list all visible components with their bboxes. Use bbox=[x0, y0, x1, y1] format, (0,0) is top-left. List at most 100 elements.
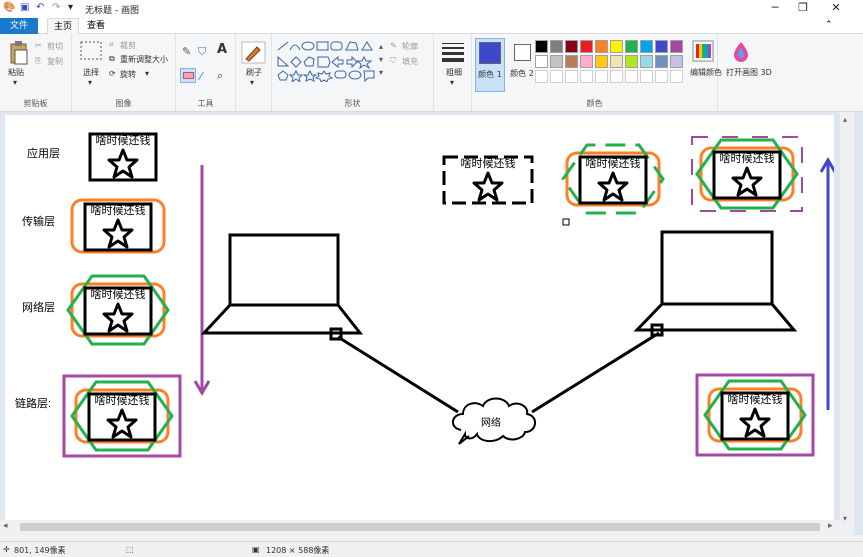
custom-swatch[interactable] bbox=[595, 70, 608, 83]
palette-swatch[interactable] bbox=[580, 55, 593, 68]
fill-icon[interactable]: ⛉ bbox=[390, 56, 396, 65]
scroll-right-icon[interactable]: ▸ bbox=[828, 521, 833, 531]
canvas-size-icon: ▣ bbox=[252, 545, 260, 554]
select-icon[interactable] bbox=[80, 41, 102, 61]
resize-handle[interactable] bbox=[562, 218, 570, 226]
paste-dropdown-icon[interactable]: ▾ bbox=[13, 78, 18, 87]
palette-swatch[interactable] bbox=[640, 40, 653, 53]
outline-icon[interactable]: ✎ bbox=[390, 41, 397, 50]
resize-button[interactable]: 重新调整大小 bbox=[120, 55, 168, 64]
shapes-expand-icon[interactable]: ▾ bbox=[379, 68, 384, 77]
palette-swatch[interactable] bbox=[595, 40, 608, 53]
drawing-svg: 应用层 传输层 网络层 链路层: 啥时候还钱 啥时候还钱 bbox=[15, 132, 837, 458]
cut-button[interactable]: 剪切 bbox=[47, 42, 63, 51]
brushes-dropdown-icon[interactable]: ▾ bbox=[250, 78, 255, 87]
rotate-icon[interactable]: ⟳ bbox=[109, 69, 116, 78]
custom-swatch[interactable] bbox=[640, 70, 653, 83]
undo-icon[interactable]: ↶ bbox=[36, 2, 45, 13]
rotate-dropdown-icon[interactable]: ▾ bbox=[145, 69, 150, 78]
custom-swatch[interactable] bbox=[580, 70, 593, 83]
custom-swatch[interactable] bbox=[550, 70, 563, 83]
palette-swatch[interactable] bbox=[655, 55, 668, 68]
save-icon[interactable]: ▣ bbox=[20, 2, 30, 13]
custom-swatch[interactable] bbox=[535, 70, 548, 83]
select-button[interactable]: 选择 bbox=[83, 68, 99, 77]
custom-swatch[interactable] bbox=[655, 70, 668, 83]
help-icon[interactable]: ⌃ bbox=[825, 20, 833, 30]
drawing-canvas[interactable]: 应用层 传输层 网络层 链路层: 啥时候还钱 啥时候还钱 bbox=[5, 115, 837, 530]
palette-swatch[interactable] bbox=[535, 40, 548, 53]
palette-swatch[interactable] bbox=[565, 40, 578, 53]
palette-swatch[interactable] bbox=[550, 40, 563, 53]
eraser-icon[interactable] bbox=[180, 68, 196, 83]
horizontal-scroll-thumb[interactable] bbox=[20, 523, 820, 531]
copy-button[interactable]: 复制 bbox=[47, 57, 63, 66]
horizontal-scrollbar[interactable]: ◂ ▸ bbox=[0, 520, 840, 535]
resize-icon[interactable]: ⧉ bbox=[109, 54, 115, 63]
color-picker-icon[interactable]: ⁄ bbox=[200, 70, 202, 83]
color2-swatch bbox=[513, 44, 531, 61]
up-arrow-right bbox=[819, 157, 837, 410]
tab-file[interactable]: 文件 bbox=[0, 18, 38, 34]
paste-icon[interactable] bbox=[9, 40, 29, 66]
size-button[interactable]: 粗细 bbox=[446, 68, 462, 77]
palette-swatch[interactable] bbox=[550, 55, 563, 68]
cut-icon[interactable]: ✂ bbox=[35, 41, 42, 50]
palette-swatch[interactable] bbox=[565, 55, 578, 68]
select-dropdown-icon[interactable]: ▾ bbox=[88, 78, 93, 87]
paint3d-button[interactable]: 打开画图 3D bbox=[726, 68, 772, 77]
tab-view[interactable]: 查看 bbox=[86, 21, 105, 31]
magnifier-icon[interactable]: ⌕ bbox=[217, 69, 224, 82]
close-button[interactable]: ✕ bbox=[831, 1, 841, 14]
custom-swatch[interactable] bbox=[565, 70, 578, 83]
custom-swatch[interactable] bbox=[625, 70, 638, 83]
palette-swatch[interactable] bbox=[595, 55, 608, 68]
paste-button[interactable]: 粘贴 bbox=[8, 68, 24, 77]
color1-button[interactable]: 颜色 1 bbox=[475, 38, 505, 92]
vertical-scrollbar[interactable]: ▴ ▾ bbox=[840, 112, 854, 535]
line-size-icon[interactable] bbox=[442, 42, 464, 62]
shapes-gallery-icon[interactable] bbox=[276, 40, 384, 82]
rotate-button[interactable]: 旋转 bbox=[120, 70, 136, 79]
svg-text:啥时候还钱: 啥时候还钱 bbox=[728, 392, 783, 406]
svg-text:啥时候还钱: 啥时候还钱 bbox=[91, 287, 146, 301]
palette-swatch[interactable] bbox=[670, 55, 683, 68]
copy-icon[interactable]: ⎘ bbox=[35, 56, 42, 65]
scroll-left-icon[interactable]: ◂ bbox=[3, 521, 8, 531]
outline-button[interactable]: 轮廓 bbox=[402, 42, 418, 51]
tab-home[interactable]: 主页 bbox=[47, 18, 79, 34]
text-tool-icon[interactable]: A bbox=[217, 42, 228, 57]
brush-icon[interactable] bbox=[241, 41, 266, 64]
minimize-button[interactable]: ─ bbox=[771, 1, 779, 14]
edit-colors-icon[interactable] bbox=[692, 40, 714, 62]
palette-swatch[interactable] bbox=[640, 55, 653, 68]
crop-icon[interactable]: ⌗ bbox=[109, 40, 114, 49]
size-dropdown-icon[interactable]: ▾ bbox=[450, 78, 455, 87]
scroll-up-icon[interactable]: ▴ bbox=[843, 115, 848, 124]
palette-swatch[interactable] bbox=[610, 55, 623, 68]
color2-button[interactable]: 颜色 2 bbox=[507, 38, 537, 92]
fill-bucket-icon[interactable]: ⛉ bbox=[198, 45, 207, 58]
edit-colors-button[interactable]: 编辑颜色 bbox=[690, 68, 722, 77]
shapes-scroll-up-icon[interactable]: ▴ bbox=[379, 42, 384, 51]
image-group: 选择 ▾ ⌗ 裁剪 ⧉ 重新调整大小 ⟳ 旋转 ▾ 图像 bbox=[72, 34, 176, 112]
crop-button[interactable]: 裁剪 bbox=[120, 41, 136, 50]
palette-swatch[interactable] bbox=[625, 40, 638, 53]
palette-swatch[interactable] bbox=[670, 40, 683, 53]
paint3d-icon[interactable] bbox=[730, 40, 752, 64]
fill-button[interactable]: 填充 bbox=[402, 57, 418, 66]
scroll-down-icon[interactable]: ▾ bbox=[843, 514, 848, 523]
custom-swatch[interactable] bbox=[670, 70, 683, 83]
redo-icon[interactable]: ↷ bbox=[52, 2, 61, 13]
palette-swatch[interactable] bbox=[580, 40, 593, 53]
customize-quick-access-icon[interactable]: ▾ bbox=[68, 2, 74, 13]
palette-swatch[interactable] bbox=[610, 40, 623, 53]
brushes-button[interactable]: 刷子 bbox=[246, 68, 262, 77]
pencil-icon[interactable]: ✎ bbox=[182, 45, 192, 58]
palette-swatch[interactable] bbox=[535, 55, 548, 68]
custom-swatch[interactable] bbox=[610, 70, 623, 83]
palette-swatch[interactable] bbox=[625, 55, 638, 68]
maximize-button[interactable]: ❐ bbox=[798, 1, 808, 14]
shapes-scroll-down-icon[interactable]: ▾ bbox=[379, 55, 384, 64]
palette-swatch[interactable] bbox=[655, 40, 668, 53]
